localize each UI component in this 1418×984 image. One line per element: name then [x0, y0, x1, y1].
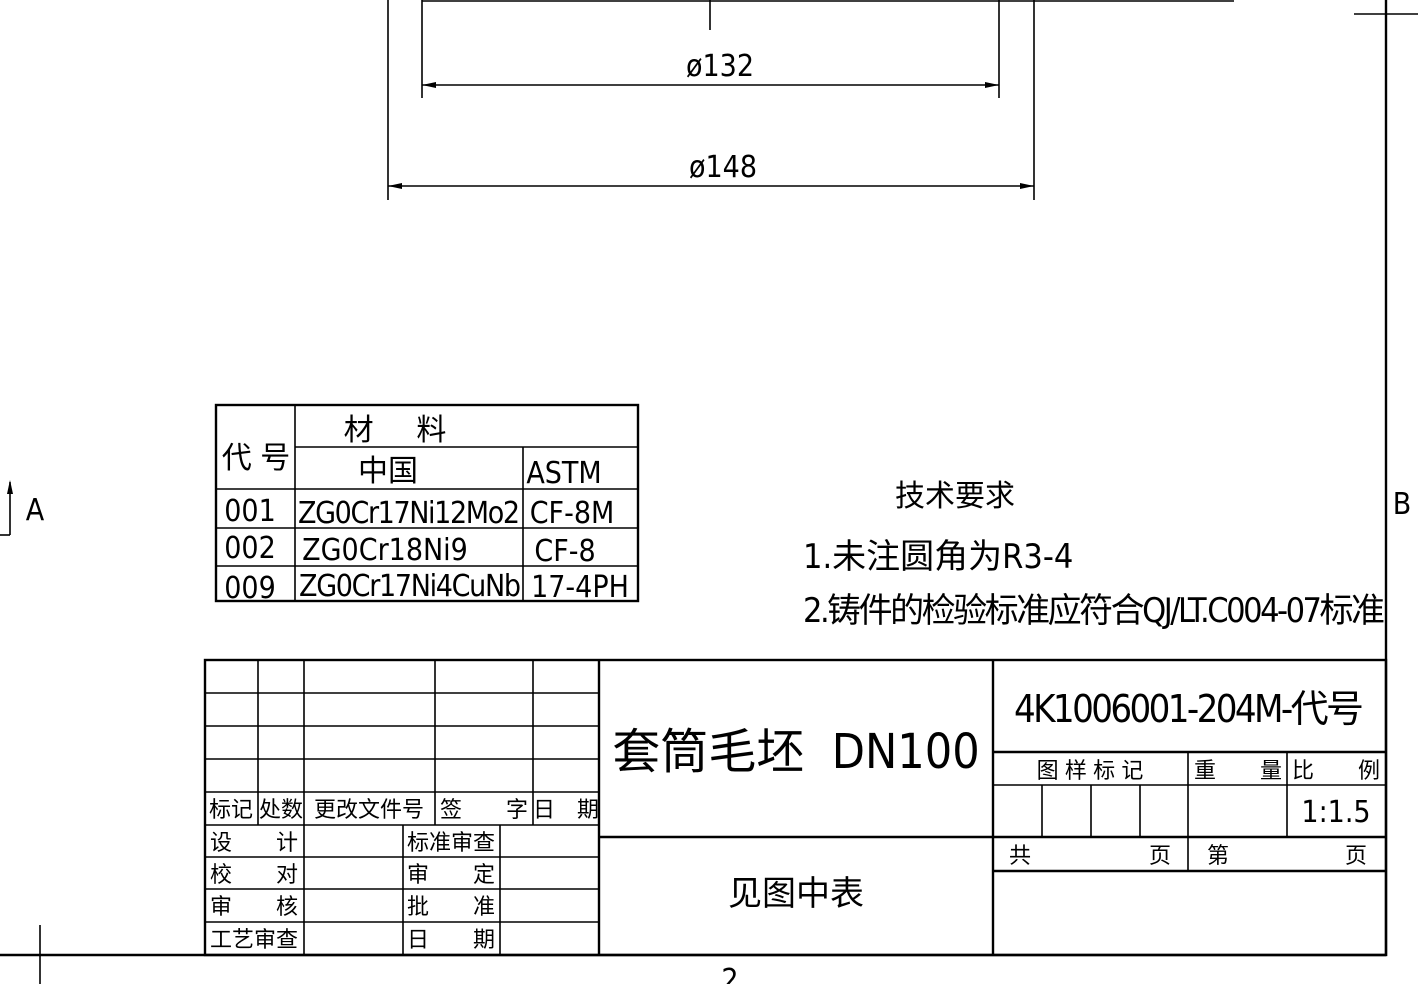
- total-pages-label: 共: [1009, 844, 1031, 869]
- code-cell: 009: [224, 571, 276, 606]
- label-check: 校 对: [210, 863, 298, 888]
- dimension-d148: ø148: [388, 150, 1034, 189]
- dimension-d132: ø132: [422, 49, 999, 88]
- china-material-cell: ZG0Cr17Ni4CuNb: [299, 569, 521, 604]
- label-standard-review: 标准审查: [407, 831, 495, 856]
- astm-material-cell: CF-8: [534, 534, 595, 569]
- material-table: 代 号 材 料 中国 ASTM 001 ZG0Cr17Ni12Mo2 CF-8M…: [214, 403, 640, 606]
- zone-marker-2: 2: [721, 963, 738, 984]
- label-date: 日 期: [407, 928, 495, 953]
- header-change-doc: 更改文件号: [314, 798, 424, 823]
- header-signature: 签 字: [440, 798, 528, 823]
- scale-label: 比 例: [1292, 759, 1380, 784]
- header-mark: 标记: [209, 798, 253, 823]
- tech-req-item: 1.未注圆角为R3-4: [803, 537, 1073, 577]
- page-unit-label: 页: [1149, 844, 1171, 869]
- scale-value: 1:1.5: [1301, 795, 1370, 830]
- tech-req-item: 2.铸件的检验标准应符合QJ/LT.C004-07标准: [803, 591, 1385, 631]
- code-cell: 001: [224, 494, 276, 529]
- header-count: 处数: [259, 798, 303, 823]
- astm-header: ASTM: [526, 456, 601, 491]
- astm-material-cell: 17-4PH: [531, 570, 629, 605]
- title-block: 标记 处数 更改文件号 签 字 日 期 设 计 校 对 审 核 工艺审查 标准审…: [203, 658, 1388, 957]
- table-row: 009 ZG0Cr17Ni4CuNb 17-4PH: [224, 569, 629, 606]
- part-name: 套筒毛坯 DN100: [612, 724, 979, 780]
- table-row: 002 ZG0Cr18Ni9 CF-8: [224, 531, 595, 569]
- label-review: 审 核: [210, 895, 298, 920]
- dimension-label: ø132: [686, 49, 754, 84]
- china-material-cell: ZG0Cr18Ni9: [302, 533, 468, 568]
- label-design: 设 计: [210, 831, 298, 856]
- china-material-cell: ZG0Cr17Ni12Mo2: [298, 496, 520, 531]
- code-header: 代 号: [222, 441, 291, 476]
- code-cell: 002: [224, 531, 276, 566]
- technical-requirements: 技术要求 1.未注圆角为R3-4 2.铸件的检验标准应符合QJ/LT.C004-…: [803, 479, 1385, 631]
- weight-label: 重 量: [1194, 759, 1282, 784]
- label-approve: 批 准: [407, 895, 495, 920]
- material-note: 见图中表: [728, 874, 864, 914]
- drawing-number: 4K1006001-204M-代号: [1014, 687, 1364, 731]
- zone-marker-a: A: [26, 493, 45, 528]
- tech-req-title: 技术要求: [895, 479, 1015, 514]
- china-header: 中国: [358, 454, 418, 489]
- label-approve-final: 审 定: [407, 863, 495, 888]
- dimension-label: ø148: [689, 150, 757, 185]
- sample-mark-label: 图 样 标 记: [1037, 759, 1144, 784]
- header-date: 日 期: [533, 798, 599, 823]
- sheet-number-label: 第: [1207, 844, 1229, 869]
- material-header: 材 料: [344, 413, 447, 448]
- part-geometry: [387, 0, 1234, 200]
- astm-material-cell: CF-8M: [530, 496, 615, 531]
- sheet-page-unit-label: 页: [1345, 844, 1367, 869]
- zone-marker-b: B: [1393, 487, 1412, 522]
- table-row: 001 ZG0Cr17Ni12Mo2 CF-8M: [224, 494, 614, 531]
- label-process-review: 工艺审查: [210, 928, 298, 953]
